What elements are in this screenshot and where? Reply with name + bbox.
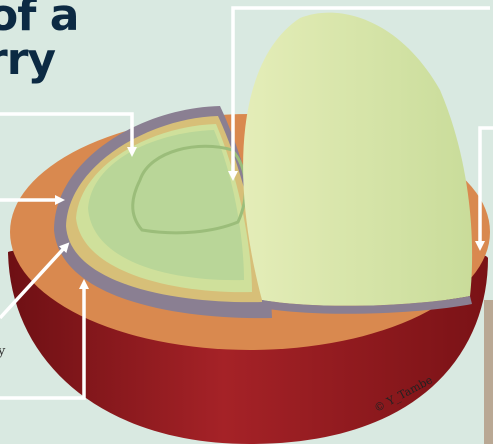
background-photo-strip: [484, 300, 493, 444]
callout-label-fragment: y: [0, 344, 5, 359]
bean-right-half: [243, 13, 472, 306]
